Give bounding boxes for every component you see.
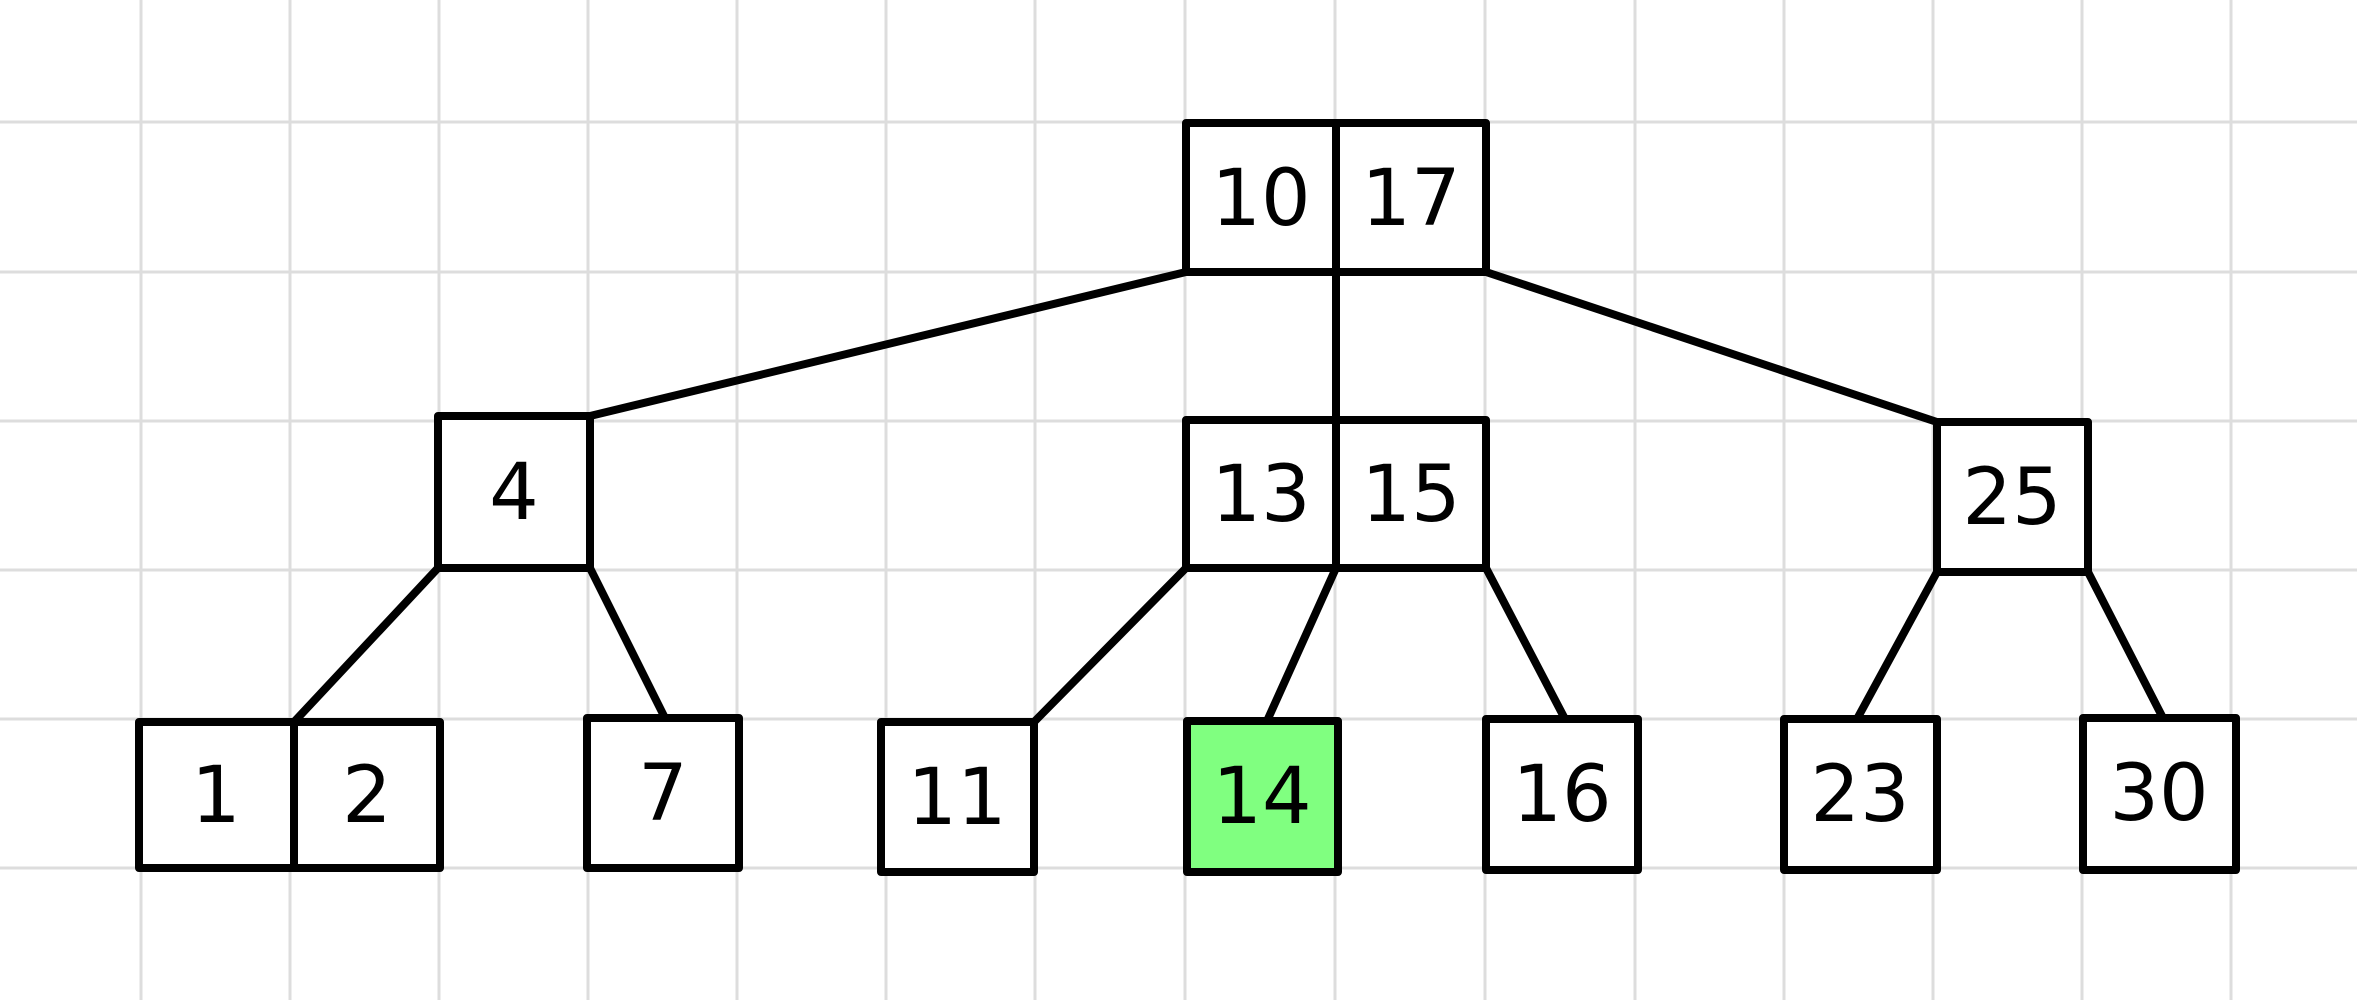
leaf-16-key: 16 — [1512, 750, 1611, 840]
root-key-2: 17 — [1361, 154, 1460, 244]
node-13-15-key-cell-2 — [1332, 416, 1490, 572]
leaf-14-key: 14 — [1212, 752, 1311, 842]
leaf-node-7: 7 — [583, 714, 743, 872]
leaf-30-key: 30 — [2109, 749, 2208, 839]
leaf-23-key-cell — [1780, 715, 1941, 874]
node-13-15-key-1: 13 — [1211, 450, 1310, 540]
tree-edge — [2084, 568, 2167, 722]
leaf-7-key: 7 — [638, 749, 688, 839]
leaf-14-key-cell — [1183, 717, 1342, 876]
leaf-11-key: 11 — [907, 753, 1006, 843]
node-13-15-key-2: 15 — [1361, 450, 1460, 540]
root-key-cell-1 — [1182, 119, 1340, 276]
tree-edge — [586, 564, 669, 722]
leaf-node-30: 30 — [2079, 714, 2240, 874]
node-25-key: 25 — [1962, 453, 2061, 543]
leaf-node-1-2: 1 2 — [135, 718, 444, 872]
node-25-key-cell — [1933, 418, 2092, 576]
tree-edge — [1030, 564, 1190, 726]
tree-edge — [586, 268, 1190, 420]
root-key-cell-2 — [1332, 119, 1490, 276]
leaf-node-14-highlighted: 14 — [1183, 717, 1342, 876]
internal-node-4: 4 — [434, 412, 594, 572]
root-node: 10 17 — [1182, 119, 1490, 276]
root-key-1: 10 — [1211, 154, 1310, 244]
leaf-node-23: 23 — [1780, 715, 1941, 874]
node-4-key: 4 — [489, 448, 539, 538]
internal-node-25: 25 — [1933, 418, 2092, 576]
leaf-30-key-cell — [2079, 714, 2240, 874]
tree-edge — [1263, 564, 1340, 725]
leaf-23-key: 23 — [1810, 750, 1909, 840]
tree-edges — [290, 268, 2167, 726]
leaf-node-16: 16 — [1482, 715, 1642, 874]
tree-edge — [1482, 564, 1569, 723]
tree-edge — [1853, 568, 1941, 723]
leaf-1-2-key-cell-2 — [290, 718, 444, 872]
node-4-key-cell — [434, 412, 594, 572]
tree-edge — [1482, 268, 1941, 426]
leaf-11-key-cell — [877, 718, 1038, 876]
tree-edge — [290, 564, 442, 726]
internal-node-13-15: 13 15 — [1182, 416, 1490, 572]
leaf-7-key-cell — [583, 714, 743, 872]
leaf-1-2-key-1: 1 — [191, 751, 241, 841]
leaf-node-11: 11 — [877, 718, 1038, 876]
leaf-16-key-cell — [1482, 715, 1642, 874]
leaf-1-2-key-2: 2 — [342, 751, 392, 841]
